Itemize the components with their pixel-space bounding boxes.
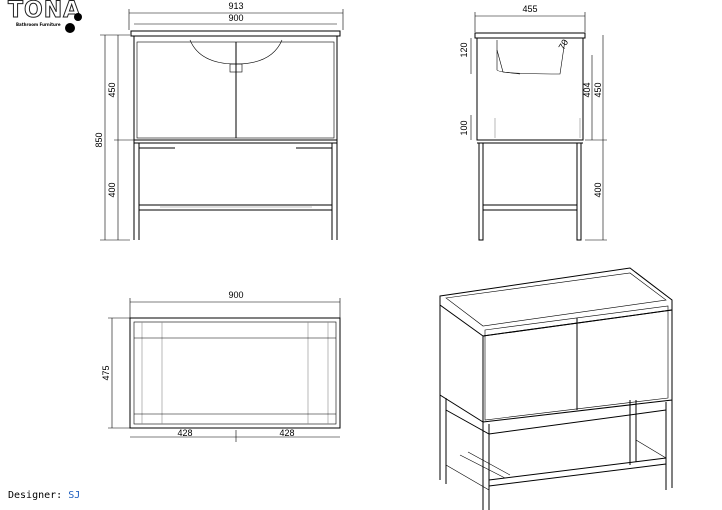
cabinet-body bbox=[133, 35, 338, 141]
dim-plan-width: 900 bbox=[228, 290, 243, 300]
dim-half-right: 428 bbox=[279, 428, 294, 438]
dim-overall-width: 913 bbox=[228, 1, 243, 11]
dim-total-height: 850 bbox=[94, 132, 104, 147]
countertop bbox=[130, 30, 341, 37]
dim-inner-height: 404 bbox=[582, 82, 592, 97]
dim-cabinet-width: 900 bbox=[228, 13, 243, 23]
dim-shelf-gap: 100 bbox=[459, 120, 469, 135]
dim-cabinet-height: 450 bbox=[107, 82, 117, 97]
designer-label: Designer: bbox=[8, 490, 63, 501]
gear-icon bbox=[65, 13, 82, 33]
dim-half-left: 428 bbox=[177, 428, 192, 438]
dim-frame-height: 400 bbox=[107, 182, 117, 197]
dim-basin-offset: 70 bbox=[557, 38, 571, 52]
designer-line: Designer: SJ bbox=[8, 490, 80, 501]
dim-side-cabinet-height: 450 bbox=[593, 82, 603, 97]
dim-side-frame-height: 400 bbox=[593, 182, 603, 197]
logo-subtitle: Bathroom Furniture bbox=[16, 22, 61, 27]
front-view bbox=[100, 9, 344, 241]
isometric-view bbox=[439, 267, 673, 510]
logo-text: TONA bbox=[7, 0, 82, 23]
plan-view bbox=[108, 298, 341, 442]
side-view bbox=[470, 12, 607, 241]
dim-plan-depth: 475 bbox=[101, 365, 111, 380]
dim-basin-depth: 120 bbox=[459, 42, 469, 57]
logo: TONA Bathroom Furniture bbox=[7, 0, 82, 27]
designer-value: SJ bbox=[68, 490, 81, 501]
dim-depth: 455 bbox=[522, 4, 537, 14]
